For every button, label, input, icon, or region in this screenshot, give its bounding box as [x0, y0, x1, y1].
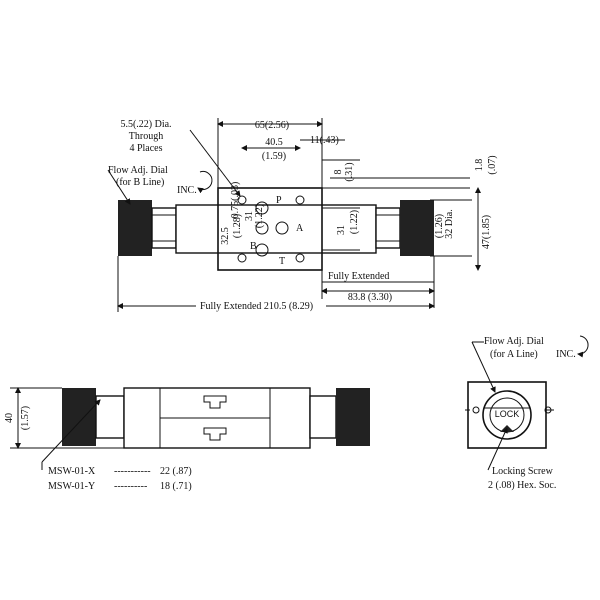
port-p-hole [255, 201, 269, 215]
top-view: P A B T 5.5(.22) Dia. Through 4 Places F… [107, 118, 498, 312]
dim-83-8: 83.8 (3.30) [348, 292, 392, 303]
flow-dial-b-line2: (for B Line) [116, 177, 164, 188]
leader-dial-b [107, 169, 131, 205]
dim-0-75: 0.75(.03) [230, 182, 241, 219]
inc-label-top: INC. [177, 185, 197, 196]
dim-0-07: (.07) [487, 155, 498, 174]
side-collar-right [309, 395, 337, 439]
flow-dial-a-line1: Flow Adj. Dial [484, 336, 544, 347]
dim-1-22b: (1.22) [349, 210, 360, 234]
dim-8: 8 [333, 170, 344, 175]
side-symbol-bottom [203, 427, 227, 441]
mount-hole [237, 253, 247, 263]
port-p-label: P [276, 195, 282, 206]
subplate [217, 187, 323, 271]
port-b-label: B [250, 241, 257, 252]
flow-dial-a-line2: (for A Line) [490, 349, 538, 360]
port-t-hole [255, 243, 269, 257]
lock-label: LOCK [495, 409, 520, 419]
mount-hole [295, 253, 305, 263]
dim-47: 47(1.85) [481, 215, 492, 249]
leader-locking-screw [487, 427, 508, 471]
model-y-value: 18 (.71) [160, 481, 192, 492]
end-view: LOCK Flow Adj. Dial (for A Line) INC. Lo… [465, 335, 589, 491]
side-knob-right [336, 388, 370, 446]
dim-1-57: (1.57) [20, 406, 31, 430]
side-knob-left [62, 388, 96, 446]
dim-40: 40 [4, 413, 15, 423]
dim-1-28: (1.28) [232, 214, 243, 238]
dim-65: 65(2.56) [255, 120, 289, 131]
dim-31: 31 [244, 211, 255, 221]
inc-arrow-end-icon [577, 335, 589, 358]
port-a-hole [275, 221, 289, 235]
dim-1-22a: (1.22) [254, 204, 265, 228]
port-t-label: T [279, 256, 285, 267]
dim-31b: 31 [336, 225, 347, 235]
hole-note-line3: 4 Places [129, 143, 162, 154]
model-x-dashes: ----------- [114, 466, 151, 477]
end-dial-outer [482, 390, 532, 440]
hole-note-line1: 5.5(.22) Dia. [120, 119, 171, 130]
dim-40-5: 40.5 [265, 137, 283, 148]
inc-arrow-top-icon [197, 171, 213, 194]
leader-hole [189, 129, 241, 197]
side-view: 40 (1.57) MSW-01-X ----------- 22 (.87) … [4, 387, 370, 492]
side-collar-left [95, 395, 125, 439]
dim-1-59: (1.59) [262, 151, 286, 162]
dim-32-5: 32.5 [220, 227, 231, 245]
dim-32-dia: 32 Dia. [444, 209, 455, 238]
locking-screw-line1: Locking Screw [492, 466, 554, 477]
model-y-dashes: ---------- [114, 481, 147, 492]
end-hole [472, 406, 480, 414]
dim-0-31: (.31) [344, 162, 355, 181]
knob-left [118, 200, 177, 256]
leader-dial-a [471, 341, 496, 393]
hole-note-line2: Through [129, 131, 163, 142]
end-housing [467, 381, 547, 449]
model-x-name: MSW-01-X [48, 466, 96, 477]
fully-extended-label: Fully Extended [328, 271, 389, 282]
flow-dial-b-line1: Flow Adj. Dial [108, 165, 168, 176]
model-y-name: MSW-01-Y [48, 481, 95, 492]
port-b-hole [255, 221, 269, 235]
inc-label-end: INC. [556, 349, 576, 360]
side-symbol-top [203, 395, 227, 409]
dim-1-8: 1.8 [474, 159, 485, 172]
leader-models [41, 399, 101, 463]
fully-extended-total: Fully Extended 210.5 (8.29) [200, 301, 313, 312]
mount-hole [295, 195, 305, 205]
dim-1-26: (1.26) [434, 214, 445, 238]
locking-screw-line2: 2 (.08) Hex. Soc. [488, 480, 556, 491]
label-bg [196, 299, 326, 311]
dim-11: 11(.43) [310, 135, 339, 146]
port-a-label: A [296, 223, 304, 234]
model-x-value: 22 (.87) [160, 466, 192, 477]
knob-right [375, 200, 434, 256]
mount-hole [237, 195, 247, 205]
